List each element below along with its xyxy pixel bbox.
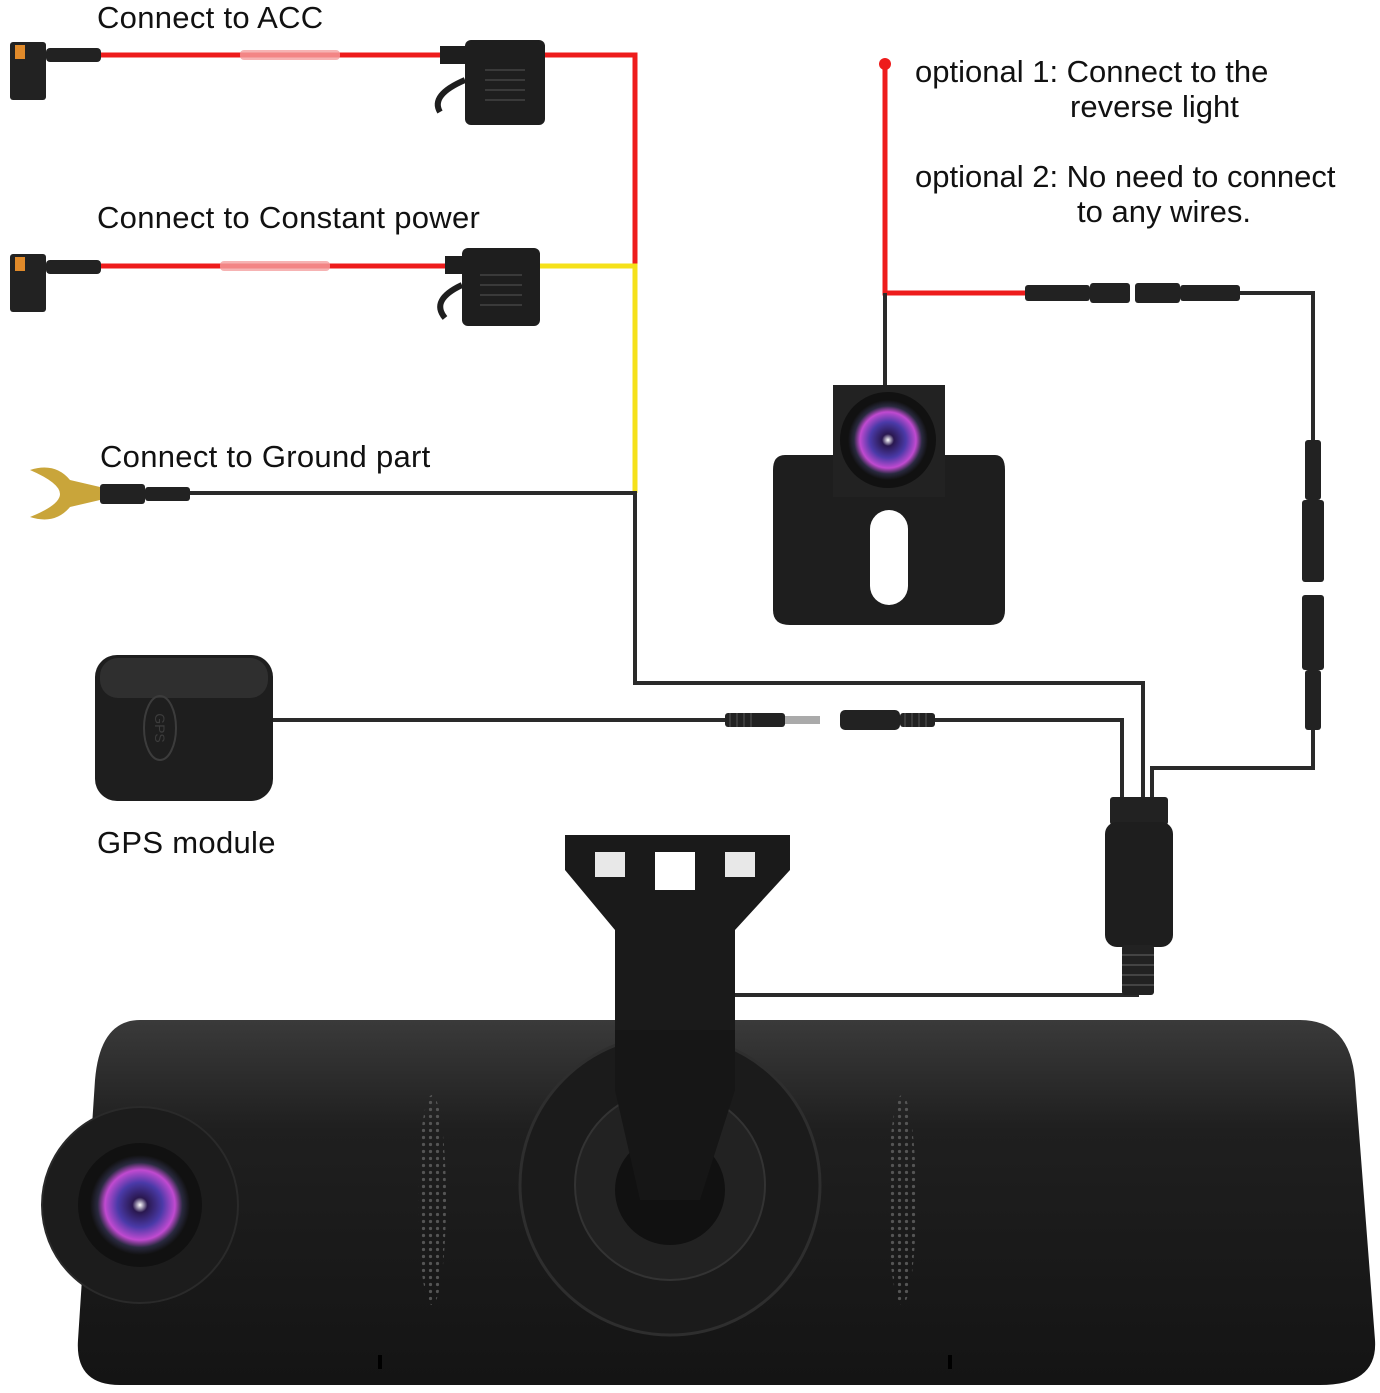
- label-gps-module: GPS module: [97, 825, 276, 860]
- gps-jack-plug: [725, 713, 820, 727]
- optional-1-line2: reverse light: [1070, 89, 1239, 124]
- ground-wire: [190, 491, 1145, 800]
- ground-fork-terminal: [30, 467, 190, 520]
- label-constant-power: Connect to Constant power: [97, 200, 481, 235]
- optional-1-note: optional 1: Connect to the reverse light: [915, 54, 1268, 124]
- optional-1-line1: optional 1: Connect to the: [915, 54, 1269, 89]
- optional-2-note: optional 2: No need to connect to any wi…: [915, 159, 1336, 229]
- main-harness-connector: [1105, 797, 1173, 995]
- optional-2-line2: to any wires.: [1077, 194, 1252, 229]
- optional-2-line1: optional 2: No need to connect: [915, 159, 1336, 194]
- gps-jack-socket: [840, 710, 935, 730]
- svg-text:GPS: GPS: [152, 713, 168, 743]
- acc-fuse-tap: [10, 40, 545, 125]
- constant-fuse-tap: [10, 248, 540, 326]
- label-ground: Connect to Ground part: [100, 439, 431, 474]
- gps-module: GPS: [95, 655, 273, 801]
- rear-camera: [773, 385, 1005, 625]
- gps-wire: [272, 718, 1124, 800]
- mirror-dash-cam: [41, 835, 1376, 1385]
- label-acc: Connect to ACC: [97, 0, 324, 35]
- rear-camera-connectors: [1025, 283, 1324, 730]
